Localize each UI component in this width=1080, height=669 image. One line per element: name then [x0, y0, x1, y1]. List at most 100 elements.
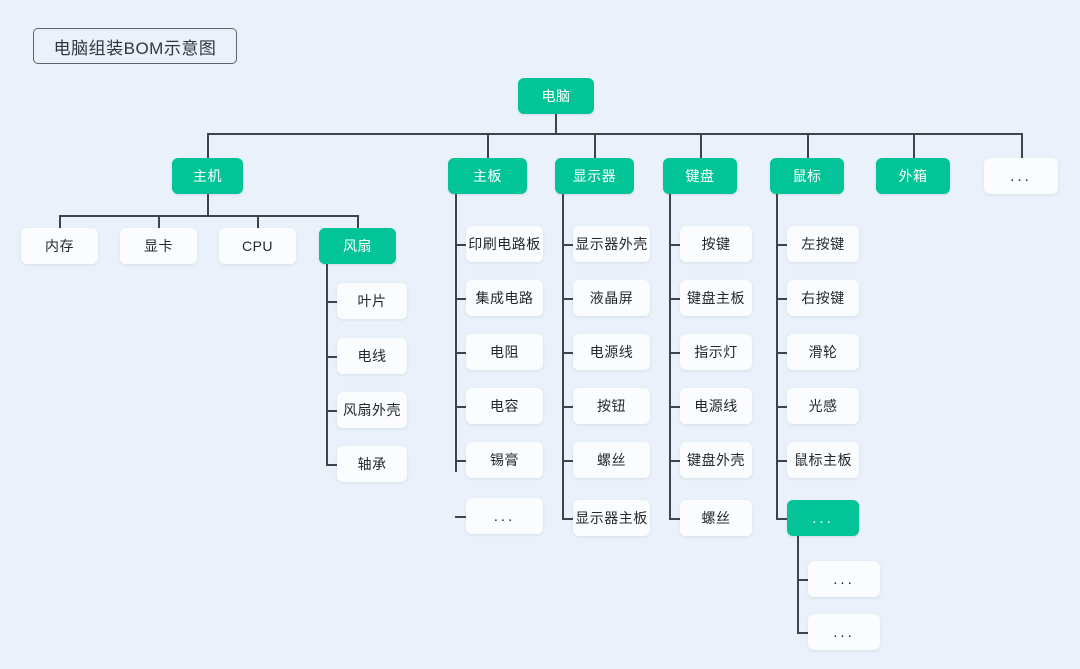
node-mouse-more-child-2[interactable]: ...	[808, 614, 880, 650]
node-label: 电线	[357, 348, 387, 364]
connector-stub-left-button	[776, 244, 787, 246]
node-monitor-shell[interactable]: 显示器外壳	[573, 226, 650, 262]
node-keyboard[interactable]: 键盘	[663, 158, 737, 194]
connector-stub-fan-shell	[326, 410, 337, 412]
connector-drop-mouse	[807, 133, 809, 158]
connector-mouse-more-spine	[797, 536, 799, 633]
node-case[interactable]: 外箱	[876, 158, 950, 194]
node-fan-blade[interactable]: 叶片	[337, 283, 407, 319]
node-label: 显卡	[144, 238, 173, 254]
node-label: 主板	[473, 168, 502, 184]
node-capacitor[interactable]: 电容	[466, 388, 543, 424]
node-right-button[interactable]: 右按键	[787, 280, 859, 316]
connector-drop-case	[913, 133, 915, 158]
connector-stub-ic	[455, 298, 466, 300]
node-root-computer[interactable]: 电脑	[518, 78, 594, 114]
node-optical-sensor[interactable]: 光感	[787, 388, 859, 424]
node-resistor[interactable]: 电阻	[466, 334, 543, 370]
node-keyboard-power-cord[interactable]: 电源线	[680, 388, 752, 424]
connector-host-bus	[59, 215, 358, 217]
node-fan[interactable]: 风扇	[319, 228, 396, 264]
page-title: 电脑组装BOM示意图	[33, 28, 237, 64]
node-ic[interactable]: 集成电路	[466, 280, 543, 316]
connector-stub-pcb	[455, 244, 466, 246]
node-label: 滑轮	[808, 344, 838, 360]
node-label: CPU	[241, 238, 274, 254]
connector-stub-keyboard-power	[669, 406, 680, 408]
node-label: 螺丝	[701, 510, 731, 526]
connector-drop-memory	[59, 215, 61, 228]
node-monitor-board[interactable]: 显示器主板	[573, 500, 650, 536]
node-label: 按键	[701, 236, 731, 252]
node-scroll-wheel[interactable]: 滑轮	[787, 334, 859, 370]
node-key[interactable]: 按键	[680, 226, 752, 262]
node-host[interactable]: 主机	[172, 158, 243, 194]
connector-stub-keyboard-shell	[669, 460, 680, 462]
node-cpu[interactable]: CPU	[219, 228, 296, 264]
connector-stub-mouse-more	[776, 518, 787, 520]
node-label: ...	[833, 570, 855, 588]
node-keyboard-screw[interactable]: 螺丝	[680, 500, 752, 536]
node-lcd-panel[interactable]: 液晶屏	[573, 280, 650, 316]
connector-stub-resistor	[455, 352, 466, 354]
node-label: 右按键	[801, 290, 845, 306]
connector-drop-cpu	[257, 215, 259, 228]
connector-stub-mouse-more-2	[797, 632, 808, 634]
node-label: 电源线	[694, 398, 738, 414]
node-mouse[interactable]: 鼠标	[770, 158, 844, 194]
connector-stub-monitor-screw	[562, 460, 573, 462]
node-label: 鼠标	[792, 168, 822, 184]
node-label: ...	[833, 623, 855, 641]
node-fan-bearing[interactable]: 轴承	[337, 446, 407, 482]
node-label: 主机	[193, 168, 222, 184]
node-label: 风扇外壳	[343, 402, 401, 418]
node-label: 电阻	[490, 344, 519, 360]
node-label: 键盘	[685, 168, 715, 184]
node-fan-wire[interactable]: 电线	[337, 338, 407, 374]
node-label: 键盘主板	[687, 290, 745, 306]
node-level1-more[interactable]: ...	[984, 158, 1058, 194]
node-label: ...	[812, 509, 834, 527]
node-label: 电脑	[541, 88, 571, 104]
connector-drop-gpu	[158, 215, 160, 228]
node-label: 光感	[808, 398, 838, 414]
connector-host-stem	[207, 194, 209, 215]
node-monitor-button[interactable]: 按钮	[573, 388, 650, 424]
node-label: 风扇	[343, 238, 372, 254]
node-fan-shell[interactable]: 风扇外壳	[337, 392, 407, 428]
node-memory[interactable]: 内存	[21, 228, 98, 264]
node-mainboard-more[interactable]: ...	[466, 498, 543, 534]
node-monitor-power-cord[interactable]: 电源线	[573, 334, 650, 370]
node-mainboard[interactable]: 主板	[448, 158, 527, 194]
connector-stub-indicator	[669, 352, 680, 354]
connector-stub-wire	[326, 356, 337, 358]
node-mouse-board[interactable]: 鼠标主板	[787, 442, 859, 478]
node-keyboard-shell[interactable]: 键盘外壳	[680, 442, 752, 478]
node-solder-paste[interactable]: 锡膏	[466, 442, 543, 478]
node-monitor[interactable]: 显示器	[555, 158, 634, 194]
connector-stub-button	[562, 406, 573, 408]
node-mouse-more-child-1[interactable]: ...	[808, 561, 880, 597]
node-monitor-screw[interactable]: 螺丝	[573, 442, 650, 478]
connector-stub-monitor-board	[562, 518, 573, 520]
connector-stub-mouse-board	[776, 460, 787, 462]
node-indicator-light[interactable]: 指示灯	[680, 334, 752, 370]
node-pcb[interactable]: 印刷电路板	[466, 226, 543, 262]
connector-level1-bus	[207, 133, 1021, 135]
connector-keyboard-spine	[669, 194, 671, 519]
node-label: 外箱	[898, 168, 928, 184]
connector-stub-key	[669, 244, 680, 246]
node-label: 电容	[490, 398, 519, 414]
node-gpu[interactable]: 显卡	[120, 228, 197, 264]
node-keyboard-board[interactable]: 键盘主板	[680, 280, 752, 316]
node-label: 螺丝	[597, 452, 626, 468]
connector-stub-keyboard-board	[669, 298, 680, 300]
node-label: 内存	[45, 238, 74, 254]
connector-drop-host	[207, 133, 209, 158]
node-mouse-more[interactable]: ...	[787, 500, 859, 536]
node-left-button[interactable]: 左按键	[787, 226, 859, 262]
connector-drop-more	[1021, 133, 1023, 158]
node-label: 叶片	[357, 293, 387, 309]
connector-fan-spine	[326, 264, 328, 466]
